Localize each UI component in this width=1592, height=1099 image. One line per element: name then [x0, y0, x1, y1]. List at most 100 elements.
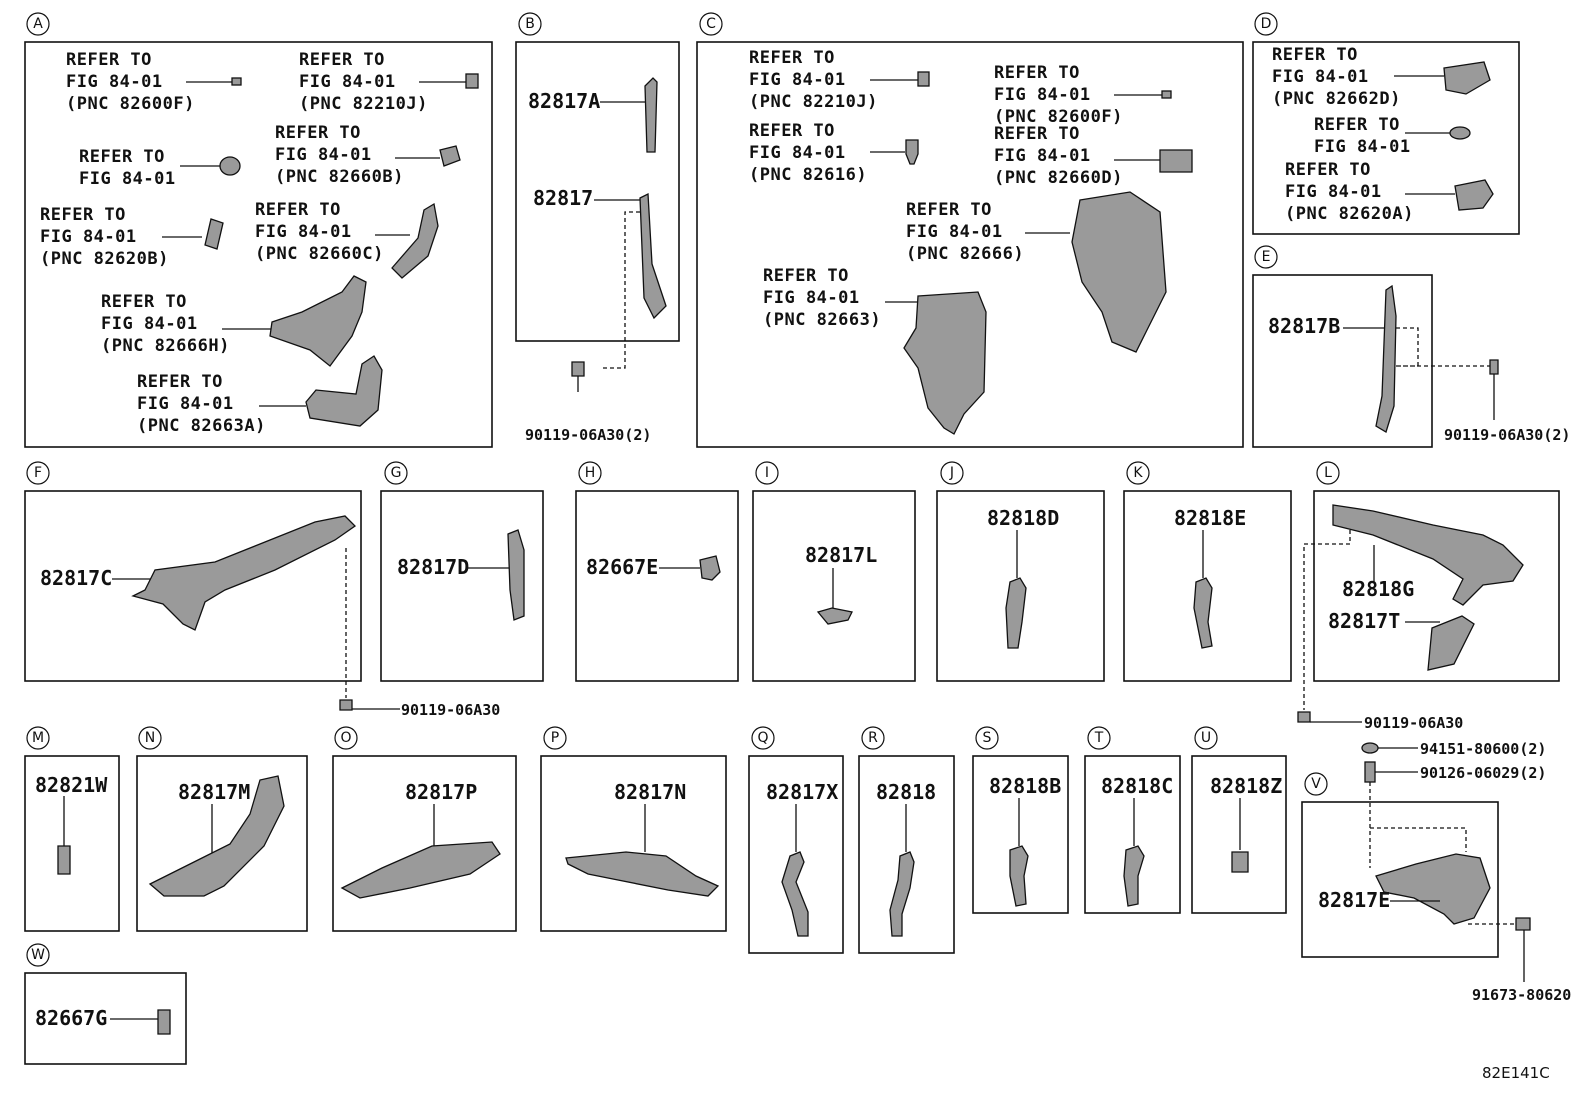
section-n-box	[136, 755, 308, 932]
section-label-g: G	[384, 461, 408, 485]
pnc-text: (PNC 82210J)	[299, 94, 428, 114]
part-number: 82818Z	[1210, 774, 1282, 798]
relay-box-part-icon	[1071, 191, 1167, 353]
section-letter: I	[765, 465, 769, 481]
bolt-icon	[1297, 711, 1311, 723]
section-v-box	[1301, 801, 1499, 958]
refer-text: REFER TO	[275, 123, 361, 143]
part-82667e: 82667E	[586, 555, 721, 581]
stud-bolt-icon	[1364, 761, 1376, 783]
section-t-box	[1084, 755, 1181, 914]
callout-82600f: REFER TO FIG 84-01 (PNC 82600F)	[66, 50, 242, 114]
section-letter: F	[34, 465, 42, 481]
pnc-text: (PNC 82600F)	[994, 107, 1123, 127]
refer-text: REFER TO	[994, 63, 1080, 83]
bolt-icon	[339, 699, 353, 711]
fig-text: FIG 84-01	[1272, 67, 1369, 87]
part-number: 82818	[876, 780, 936, 804]
stud-90126: 90126-06029(2)	[1364, 761, 1546, 783]
part-number: 82817C	[40, 566, 112, 590]
callout-c-82210j: REFER TO FIG 84-01 (PNC 82210J)	[749, 48, 930, 112]
pnc-text: (PNC 82663A)	[137, 416, 266, 436]
clip-part-icon	[1161, 90, 1172, 99]
section-letter: L	[1324, 465, 1332, 481]
section-j-box	[936, 490, 1105, 682]
callout-c-82663: REFER TO FIG 84-01 (PNC 82663)	[763, 266, 987, 435]
fig-text: FIG 84-01	[994, 146, 1091, 166]
callout-d-clip: REFER TO FIG 84-01	[1314, 115, 1471, 157]
fuse-part-icon	[905, 139, 919, 165]
fig-text: FIG 84-01	[101, 314, 198, 334]
section-label-h: H	[578, 461, 602, 485]
bracket-part-icon	[1375, 284, 1397, 433]
section-label-q: Q	[751, 726, 775, 750]
part-82817b: 82817B 90119-06A30(2)	[1268, 284, 1570, 444]
relay-block-part-icon	[269, 275, 367, 367]
cover-part-icon	[903, 291, 987, 435]
section-letter: B	[525, 16, 535, 32]
bracket-part-icon	[1193, 577, 1213, 649]
bracket-part-icon	[1005, 577, 1027, 649]
section-letter: C	[706, 16, 716, 32]
section-letter: W	[31, 947, 45, 963]
refer-text: REFER TO	[137, 372, 223, 392]
part-82817d: 82817D	[397, 529, 525, 621]
part-number: 82667E	[586, 555, 658, 579]
section-letter: O	[340, 730, 351, 746]
clip-part-icon	[1449, 126, 1471, 140]
fig-text: FIG 84-01	[749, 143, 846, 163]
callout-d-82620a: REFER TO FIG 84-01 (PNC 82620A)	[1285, 160, 1494, 224]
fig-text: FIG 84-01	[255, 222, 352, 242]
bracket-part-icon	[1123, 845, 1145, 907]
bracket-part-icon	[1375, 853, 1491, 925]
part-number: 82817	[533, 186, 593, 210]
fastener-number: 94151-80600(2)	[1420, 740, 1546, 758]
section-g-box	[380, 490, 544, 682]
bracket-part-icon	[1443, 61, 1491, 95]
section-label-s: S	[975, 726, 999, 750]
section-letter: D	[1261, 16, 1272, 32]
refer-text: REFER TO	[101, 292, 187, 312]
section-letter: R	[868, 730, 878, 746]
section-o-box	[332, 755, 517, 932]
bracket-part-icon	[1009, 845, 1029, 907]
bolt-icon	[1515, 917, 1531, 931]
cover-part-icon	[305, 355, 383, 427]
section-e-box	[1252, 274, 1433, 448]
section-letter: S	[983, 730, 992, 746]
pnc-text: (PNC 82662D)	[1272, 89, 1401, 109]
section-label-n: N	[138, 726, 162, 750]
fig-text: FIG 84-01	[275, 145, 372, 165]
bracket-part-icon	[781, 851, 809, 937]
bolt-b: 90119-06A30(2)	[525, 361, 651, 444]
section-label-v: V	[1304, 772, 1328, 796]
refer-text: REFER TO	[749, 48, 835, 68]
callout-c-82616: REFER TO FIG 84-01 (PNC 82616)	[749, 121, 919, 185]
section-letter: P	[551, 730, 559, 746]
callout-c-82660d: REFER TO FIG 84-01 (PNC 82660D)	[994, 124, 1193, 188]
bracket-part-icon	[340, 841, 501, 899]
bracket-part-icon	[1427, 615, 1475, 671]
section-m-box	[24, 755, 120, 932]
part-number: 82818E	[1174, 506, 1246, 530]
connector-part-icon	[57, 845, 71, 875]
bracket-part-icon	[889, 851, 915, 937]
part-82817e: 82817E 91673-80620	[1318, 782, 1571, 1004]
refer-text: REFER TO	[994, 124, 1080, 144]
refer-text: REFER TO	[255, 200, 341, 220]
clip-part-icon	[699, 555, 721, 581]
fastener-number: 90119-06A30	[1364, 714, 1463, 732]
nut-icon	[1361, 742, 1379, 754]
fig-text: FIG 84-01	[79, 169, 176, 189]
part-number: 82818D	[987, 506, 1059, 530]
section-letter: A	[33, 16, 43, 32]
connector-part-icon	[465, 73, 479, 89]
part-82817p: 82817P	[340, 780, 501, 899]
part-number: 82817B	[1268, 314, 1340, 338]
part-82818d: 82818D	[987, 506, 1059, 649]
section-letter: M	[32, 730, 44, 746]
callout-c-82600f: REFER TO FIG 84-01 (PNC 82600F)	[994, 63, 1172, 127]
section-u-box	[1191, 755, 1287, 914]
bracket-part-icon	[148, 775, 285, 897]
pnc-text: (PNC 82666H)	[101, 336, 230, 356]
